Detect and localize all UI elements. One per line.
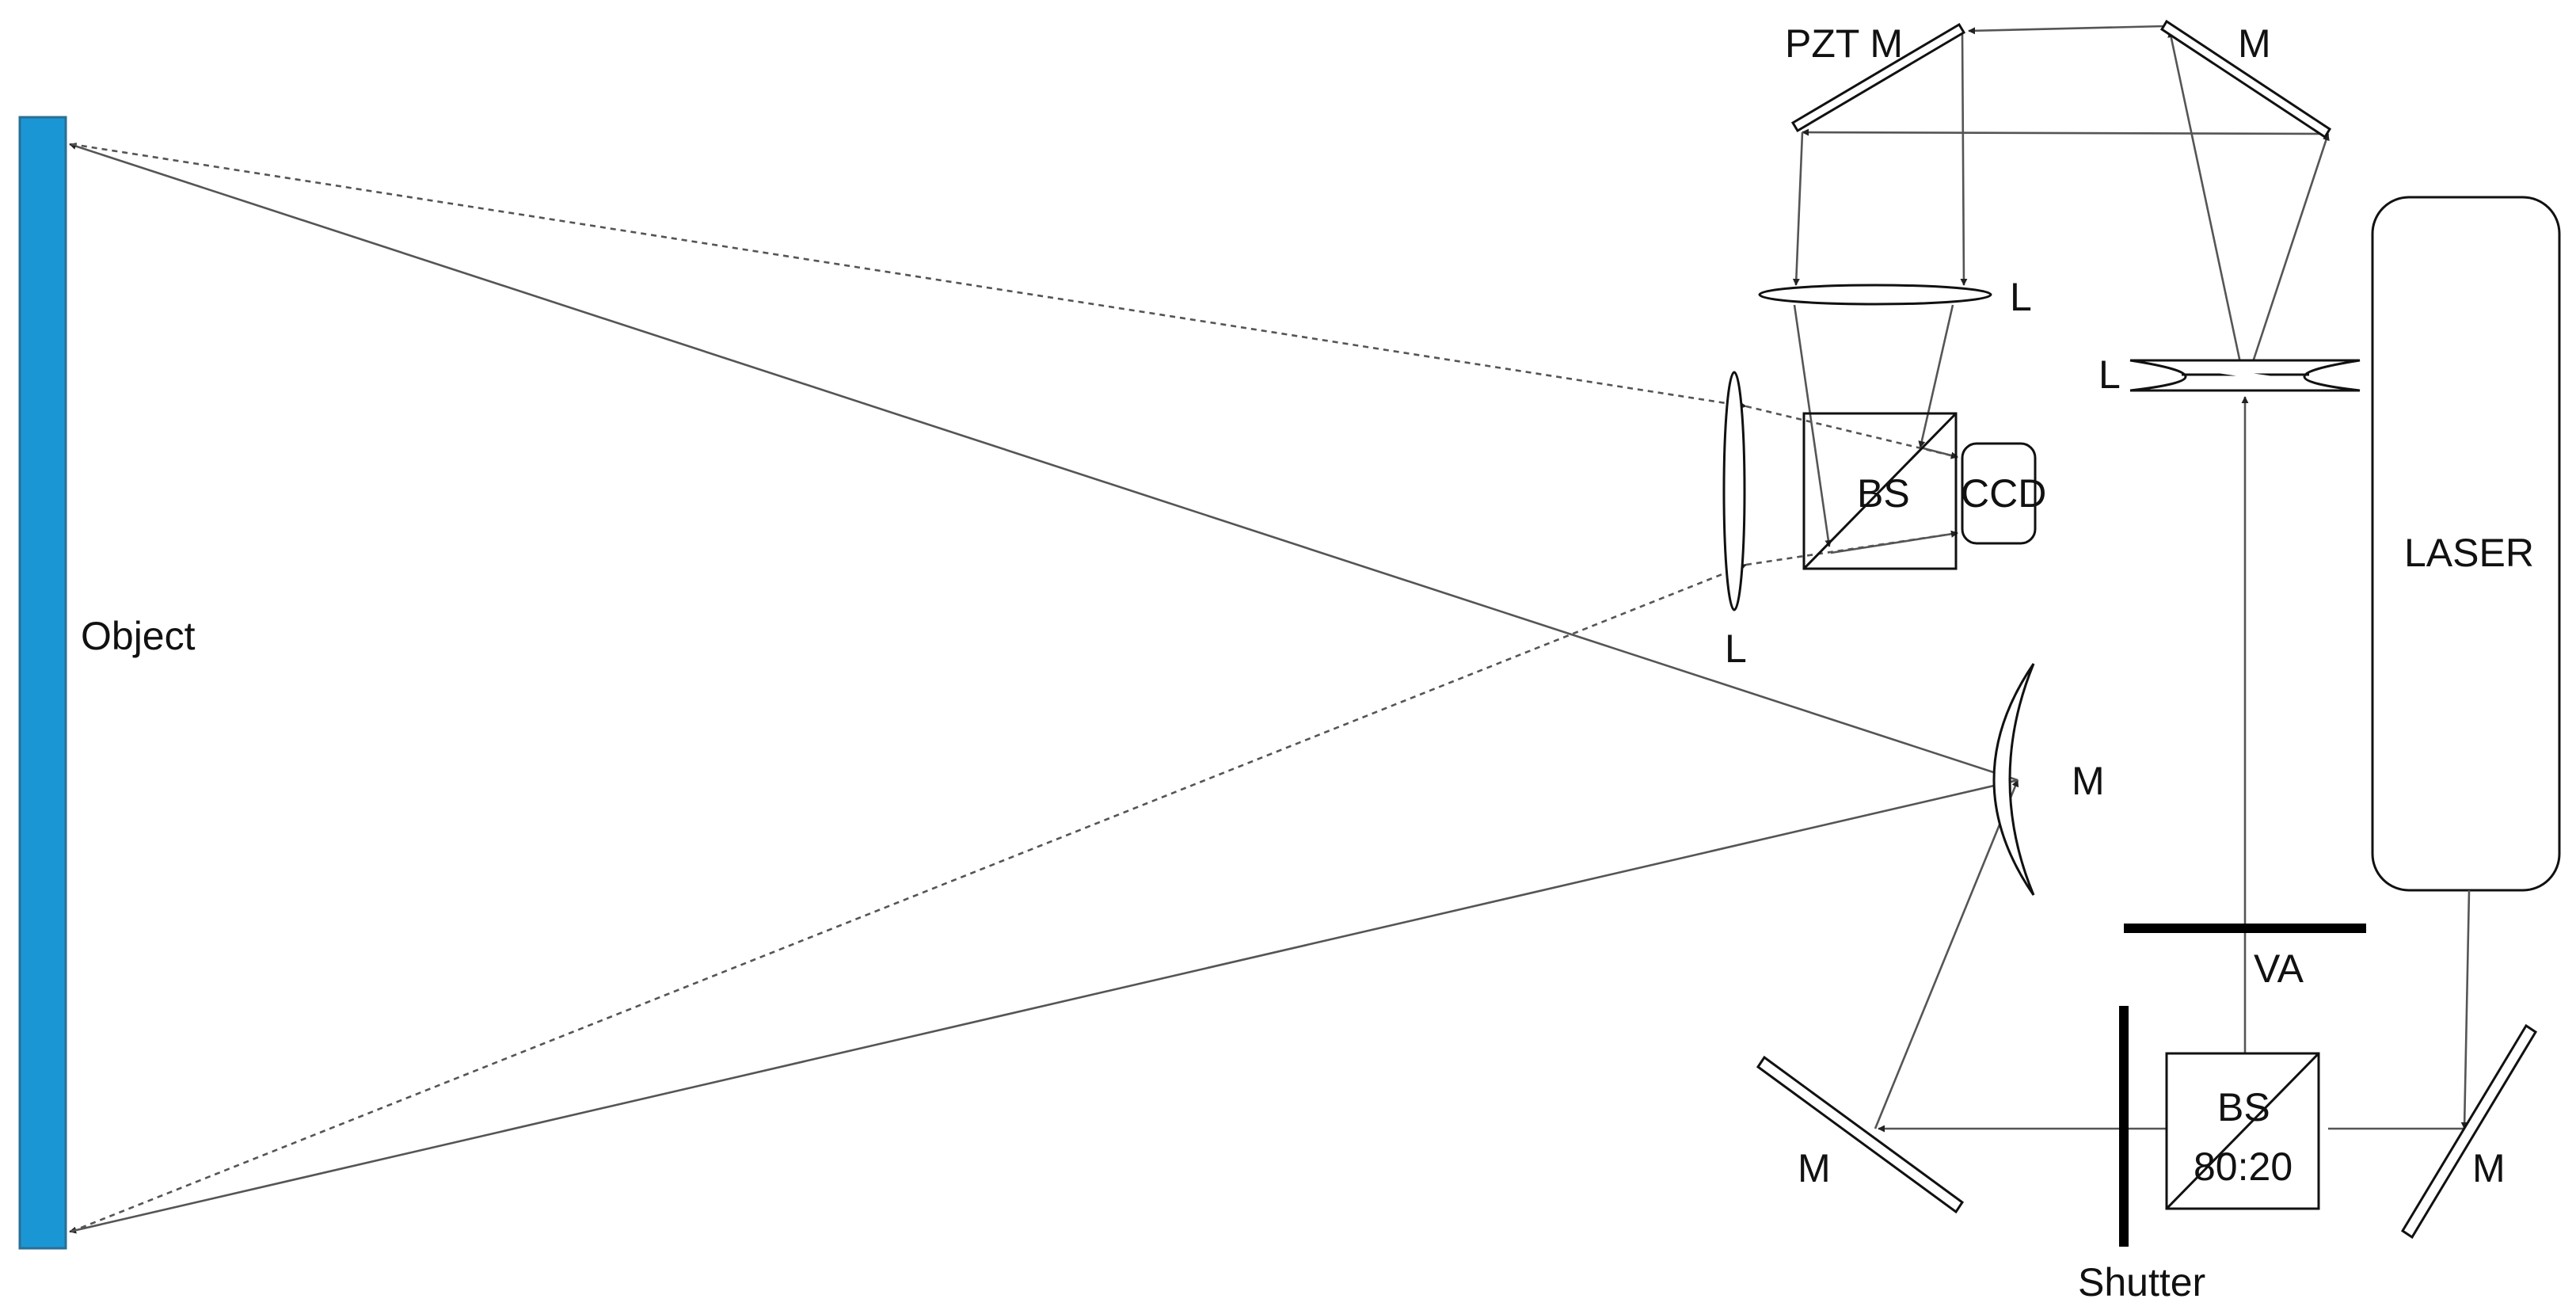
curved-mirror-label: M <box>2072 759 2105 803</box>
variable-attenuator-label: VA <box>2254 946 2304 991</box>
top-right-mirror-label: M <box>2238 21 2271 66</box>
object-label: Object <box>81 614 196 658</box>
beam-splitter-cube <box>1802 412 1958 570</box>
vertical-lens <box>1722 371 1746 611</box>
bottom-left-mirror-label: M <box>1798 1146 1831 1190</box>
object-plate <box>18 116 67 1250</box>
top-right-mirror <box>2159 19 2332 139</box>
ccd-label: CCD <box>1961 471 2046 516</box>
beam-paths <box>69 25 2471 1234</box>
pzt-mirror-label: PZT M <box>1785 21 1903 66</box>
bottom-left-mirror <box>1756 1055 1965 1214</box>
diverging-lens-label: L <box>2098 352 2121 397</box>
bs-80-20-label-line2: 80:20 <box>2194 1145 2293 1189</box>
curved-mirror <box>1992 663 2035 896</box>
laser-label: LASER <box>2404 531 2534 575</box>
shutter-bar <box>2119 1006 2129 1247</box>
pzt-mirror <box>1790 22 1966 133</box>
bottom-right-mirror-label: M <box>2472 1146 2506 1190</box>
vertical-lens-label: L <box>1725 627 1747 671</box>
laser-box <box>2371 196 2561 892</box>
shutter-label: Shutter <box>2078 1260 2205 1304</box>
diverging-lens <box>2129 359 2361 392</box>
beam-splitter-80-20 <box>2165 1052 2320 1210</box>
ccd-camera <box>1961 442 2037 545</box>
bottom-right-mirror <box>2400 1023 2538 1240</box>
upper-lens-label: L <box>2010 275 2032 319</box>
bs-80-20-label-line1: BS <box>2217 1085 2270 1129</box>
variable-attenuator <box>2124 924 2366 933</box>
upper-lens <box>1758 284 1992 306</box>
beam-splitter-label: BS <box>1857 471 1910 516</box>
